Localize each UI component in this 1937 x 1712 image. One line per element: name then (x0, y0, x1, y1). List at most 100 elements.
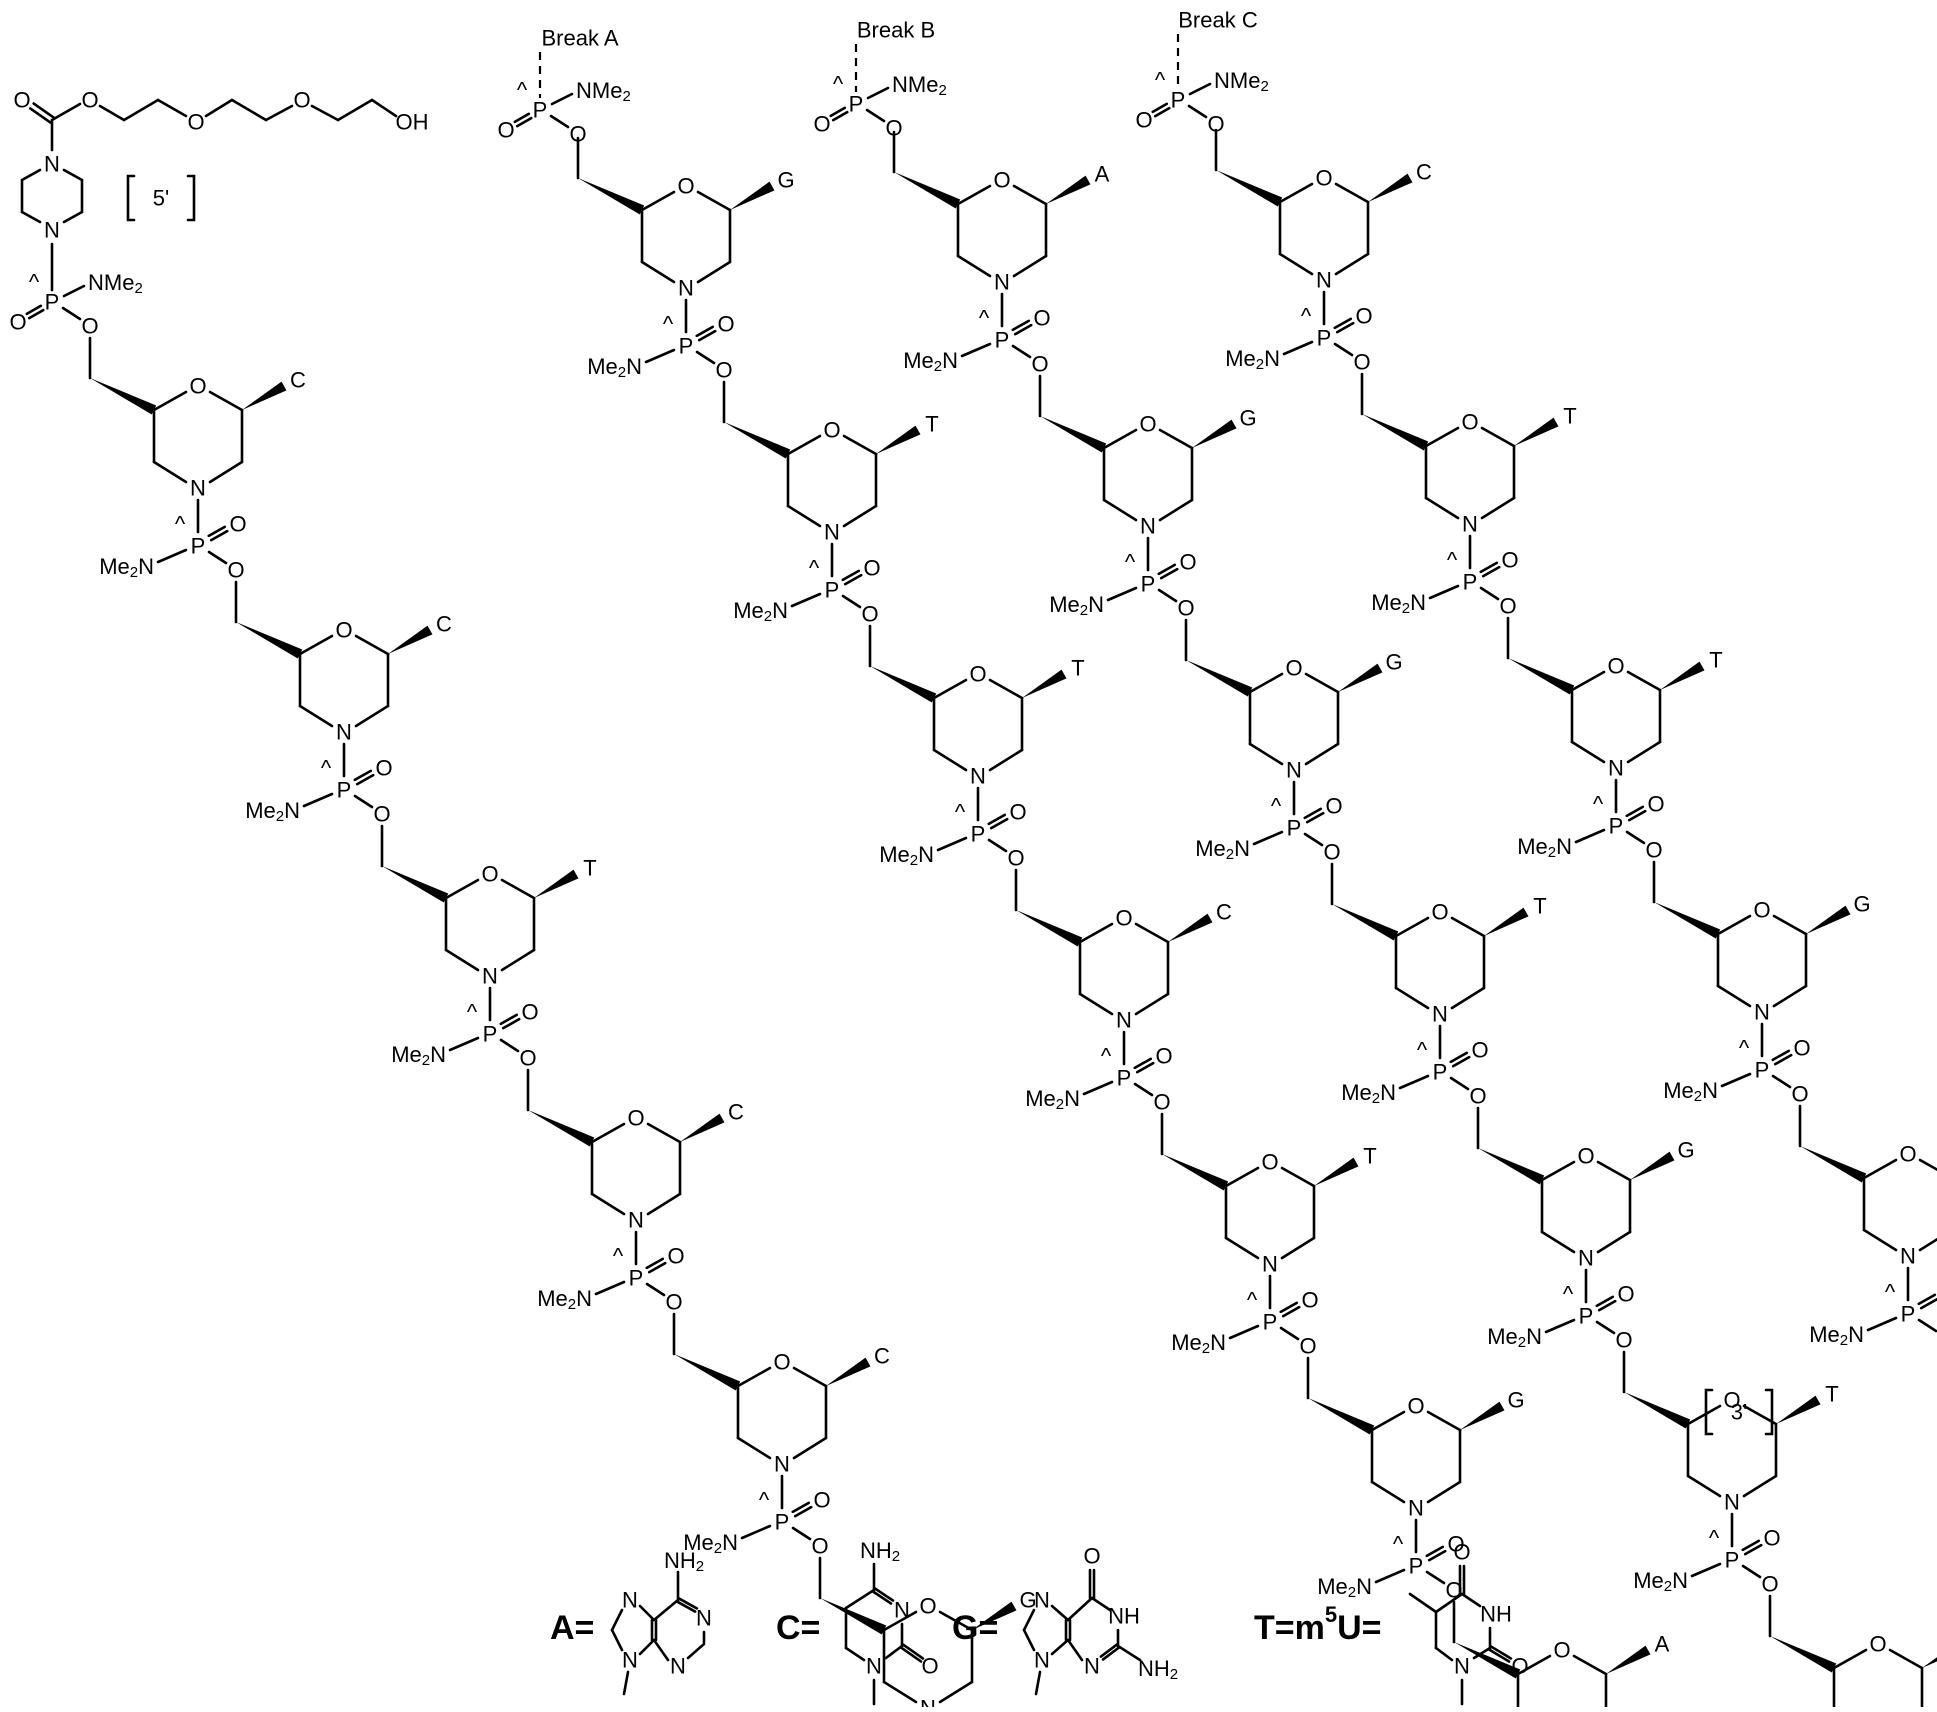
ring-nitrogen: N (1462, 512, 1478, 537)
ring-nitrogen: N (894, 1598, 910, 1623)
ring-nitrogen: N (336, 720, 352, 745)
phosphorus-atom: P (1287, 816, 1302, 841)
ring-nitrogen: N (482, 964, 498, 989)
stereo-mark: ^ (1709, 1526, 1720, 1551)
phosphorus-atom: P (1901, 1302, 1916, 1327)
legend-key: C= (776, 1609, 820, 1647)
nucleobase-label: G (1239, 406, 1256, 431)
ester-oxygen: O (1353, 350, 1370, 375)
dimethylamino-group: Me2N (245, 798, 300, 825)
ester-oxygen: O (1323, 840, 1340, 865)
nucleobase-label: T (1363, 1144, 1376, 1169)
stereo-mark: ^ (1271, 794, 1282, 819)
ring-nitrogen: N (1432, 1002, 1448, 1027)
ring-oxygen: O (1607, 654, 1624, 679)
phosphorus-atom: P (995, 328, 1010, 353)
carbonyl-oxygen: O (1511, 1654, 1528, 1679)
morpholino-unit: OGNBreak A (818, 1556, 1037, 1712)
ester-oxygen: O (1153, 1090, 1170, 1115)
phosphorus-atom: P (1409, 1554, 1424, 1579)
stereo-mark: ^ (175, 512, 186, 537)
ester-oxygen: O (885, 116, 902, 141)
ring-oxygen: O (627, 1106, 644, 1131)
nucleobase-label: T (925, 412, 938, 437)
dimethylamino-group: Me2N (1371, 590, 1426, 617)
nucleobase-label: T (1563, 404, 1576, 429)
morpholino-unit: OANBreak B (1452, 1600, 1670, 1712)
oxo-oxygen: O (863, 556, 880, 581)
nucleobase-label: A (1095, 162, 1110, 187)
phosphorus-atom: P (1263, 1310, 1278, 1335)
ester-oxygen: O (861, 602, 878, 627)
nucleobase-label: T (1709, 648, 1722, 673)
dimethylamino-group: Me2N (1487, 1324, 1542, 1351)
nucleobase-label: G (1385, 650, 1402, 675)
three-prime-bracket-text: 3' (1731, 1400, 1747, 1425)
ester-oxygen: O (1645, 838, 1662, 863)
stereo-mark: ^ (1593, 792, 1604, 817)
nucleobase-label: C (1416, 160, 1432, 185)
oxo-oxygen: O (375, 756, 392, 781)
ring-nitrogen: N (678, 276, 694, 301)
nucleobase-label: T (583, 856, 596, 881)
piperazine-nitrogen: N (44, 218, 60, 243)
nucleobase-label: C (436, 612, 452, 637)
nucleobase-label: C (1216, 900, 1232, 925)
phosphorus-atom: P (191, 534, 206, 559)
phosphorus-atom: P (775, 1510, 790, 1535)
amino-group: NH2 (860, 1538, 900, 1565)
stereo-mark: ^ (1247, 1288, 1258, 1313)
stereo-mark: ^ (1885, 1280, 1896, 1305)
nucleobase-label: G (777, 168, 794, 193)
phosphorus-atom: P (971, 822, 986, 847)
dimethylamino-group: Me2N (1633, 1568, 1688, 1595)
ether-oxygen: O (187, 110, 204, 135)
dimethylamino-group: NMe2 (576, 78, 631, 105)
ring-nitrogen: N (866, 1654, 882, 1679)
ring-oxygen: O (481, 862, 498, 887)
ester-oxygen: O (811, 1534, 828, 1559)
phosphorus-atom: P (1755, 1058, 1770, 1083)
nucleobase-label: G (1507, 1388, 1524, 1413)
dimethylamino-group: Me2N (99, 554, 154, 581)
dimethylamino-group: Me2N (1225, 346, 1280, 373)
ring-oxygen: O (1461, 410, 1478, 435)
ring-oxygen: O (189, 374, 206, 399)
dimethylamino-group: Me2N (537, 1286, 592, 1313)
ring-nitrogen: N (622, 1588, 638, 1613)
stereo-mark: ^ (663, 312, 674, 337)
phosphorus-atom: P (629, 1266, 644, 1291)
oxo-oxygen: O (1617, 1282, 1634, 1307)
stereo-mark: ^ (1301, 304, 1312, 329)
oxo-oxygen: O (1447, 1532, 1464, 1557)
ester-oxygen: O (81, 314, 98, 339)
ring-oxygen: O (1285, 656, 1302, 681)
dimethylamino-group: Me2N (879, 842, 934, 869)
ring-oxygen: O (773, 1350, 790, 1375)
nucleobase-label: T (1071, 656, 1084, 681)
imino-nh: NH (1480, 1602, 1512, 1627)
hydroxyl-group: OH (396, 110, 429, 135)
phosphorus-atom: P (1317, 326, 1332, 351)
ring-nitrogen: N (1316, 268, 1332, 293)
ester-oxygen: O (715, 358, 732, 383)
ring-nitrogen: N (1724, 1490, 1740, 1515)
oxo-oxygen: O (9, 310, 26, 335)
phosphorus-atom: P (849, 92, 864, 117)
oxo-oxygen: O (521, 1000, 538, 1025)
dimethylamino-group: Me2N (903, 348, 958, 375)
ring-nitrogen: N (1034, 1648, 1050, 1673)
ring-nitrogen: N (824, 520, 840, 545)
